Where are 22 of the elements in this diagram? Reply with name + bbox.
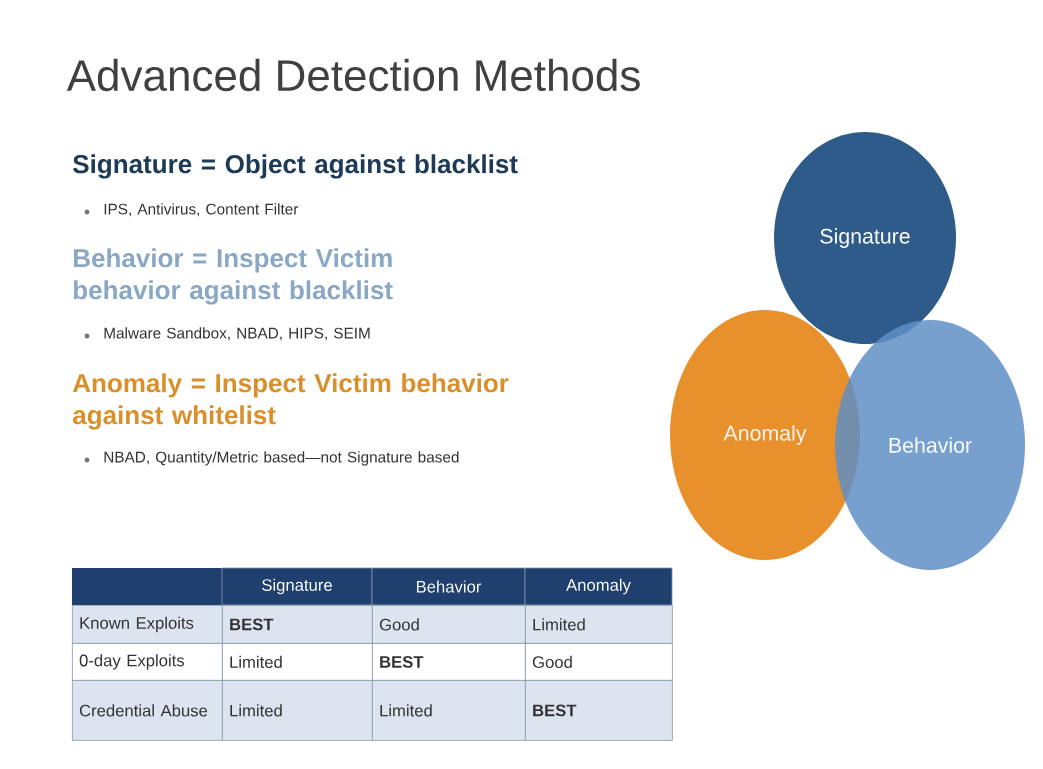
table-cell: 0-day Exploits [72,643,223,681]
table-cell: Limited [525,605,673,644]
table-cell: Credential Abuse [72,680,223,741]
table-cell: Good [525,643,673,681]
heading: Anomaly = Inspect Victim behavior against whitelist [72,373,509,430]
heading: Behavior = Inspect Victim behavior against blacklist [74,248,393,305]
table-cell: Behavior [371,567,526,606]
table-cell: Good [372,605,526,644]
bullet-item: Malware Sandbox, NBAD, HIPS, SEIM [84,327,370,341]
table-cell: Known Exploits [72,605,223,644]
table-cell: Limited [372,680,526,741]
table-cell: BEST [222,605,373,644]
bullet-item: IPS, Antivirus, Content Filter [84,203,299,217]
slide-title: Advanced Detection Methods [66,58,640,92]
table-cell: BEST [525,680,673,741]
table-cell: Signature [221,567,373,606]
heading: Signature = Object against blacklist [73,154,518,179]
table-cell: BEST [372,643,526,681]
table-cell: Anomaly [524,567,673,606]
bullet-item: NBAD, Quantity/Metric based—not Signature based [84,451,459,466]
table-cell: Limited [222,643,373,681]
table-cell: Limited [222,680,373,741]
